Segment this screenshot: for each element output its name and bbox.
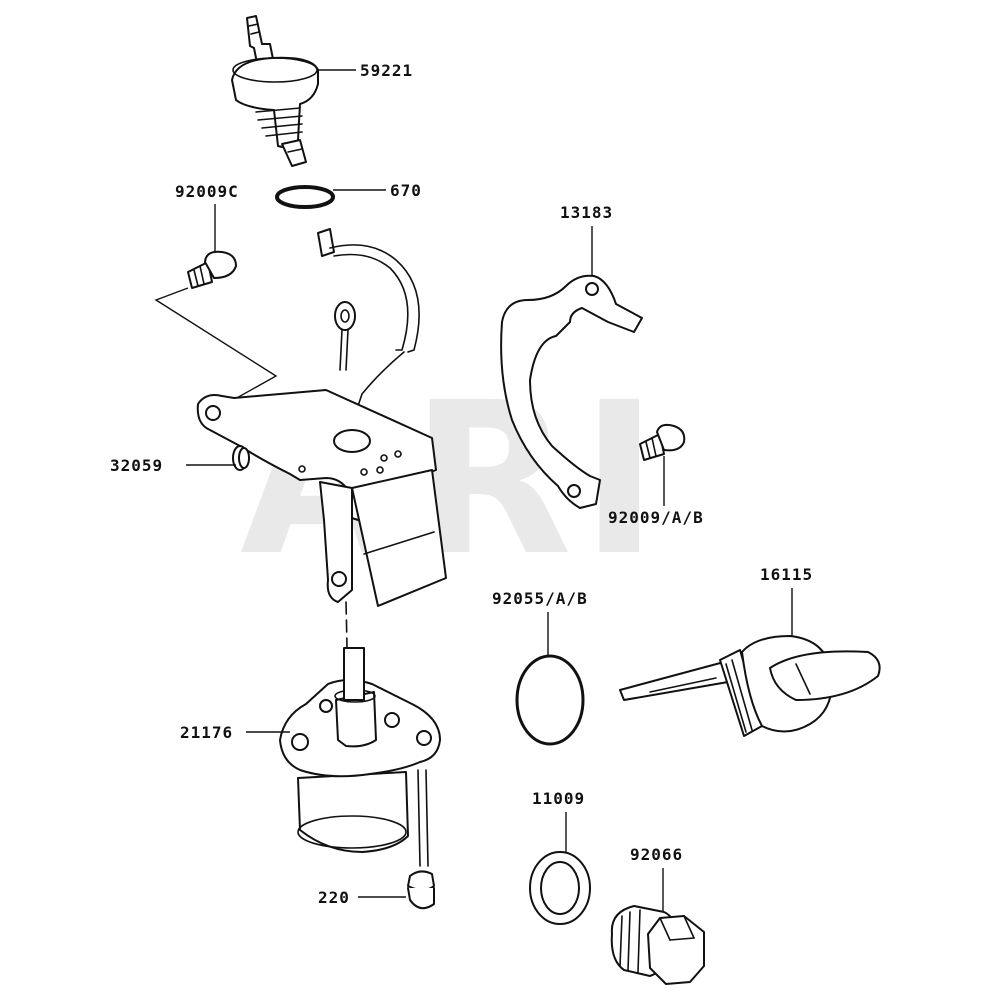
label-59221[interactable]: 59221	[360, 61, 413, 80]
screw-92009ab[interactable]	[639, 423, 686, 461]
leader-screw-path	[154, 287, 278, 405]
label-92009c[interactable]: 92009C	[175, 182, 239, 201]
bracket[interactable]	[196, 389, 447, 607]
drain-plug-92066[interactable]	[610, 905, 705, 985]
grommet-32059[interactable]	[232, 445, 250, 471]
label-92055ab[interactable]: 92055/A/B	[492, 589, 588, 608]
label-11009[interactable]: 11009	[532, 789, 585, 808]
fuel-cock-16115[interactable]	[619, 635, 881, 737]
label-32059[interactable]: 32059	[110, 456, 163, 475]
label-21176[interactable]: 21176	[180, 723, 233, 742]
label-92066[interactable]: 92066	[630, 845, 683, 864]
o-ring-92055ab[interactable]	[515, 654, 585, 746]
control-rod[interactable]	[334, 301, 356, 371]
o-ring-670[interactable]	[275, 185, 335, 209]
washer-11009[interactable]	[529, 851, 591, 925]
solenoid-21176[interactable]	[279, 647, 441, 853]
label-13183[interactable]: 13183	[560, 203, 613, 222]
label-16115[interactable]: 16115	[760, 565, 813, 584]
fuel-hose[interactable]	[317, 228, 420, 431]
label-92009ab[interactable]: 92009/A/B	[608, 508, 704, 527]
label-670[interactable]: 670	[390, 181, 422, 200]
label-220[interactable]: 220	[318, 888, 350, 907]
fuel-filter-59221[interactable]	[231, 15, 319, 167]
guide-plate-13183[interactable]	[500, 274, 643, 509]
bolt-220[interactable]	[407, 769, 435, 910]
screw-92009c[interactable]	[187, 250, 237, 289]
